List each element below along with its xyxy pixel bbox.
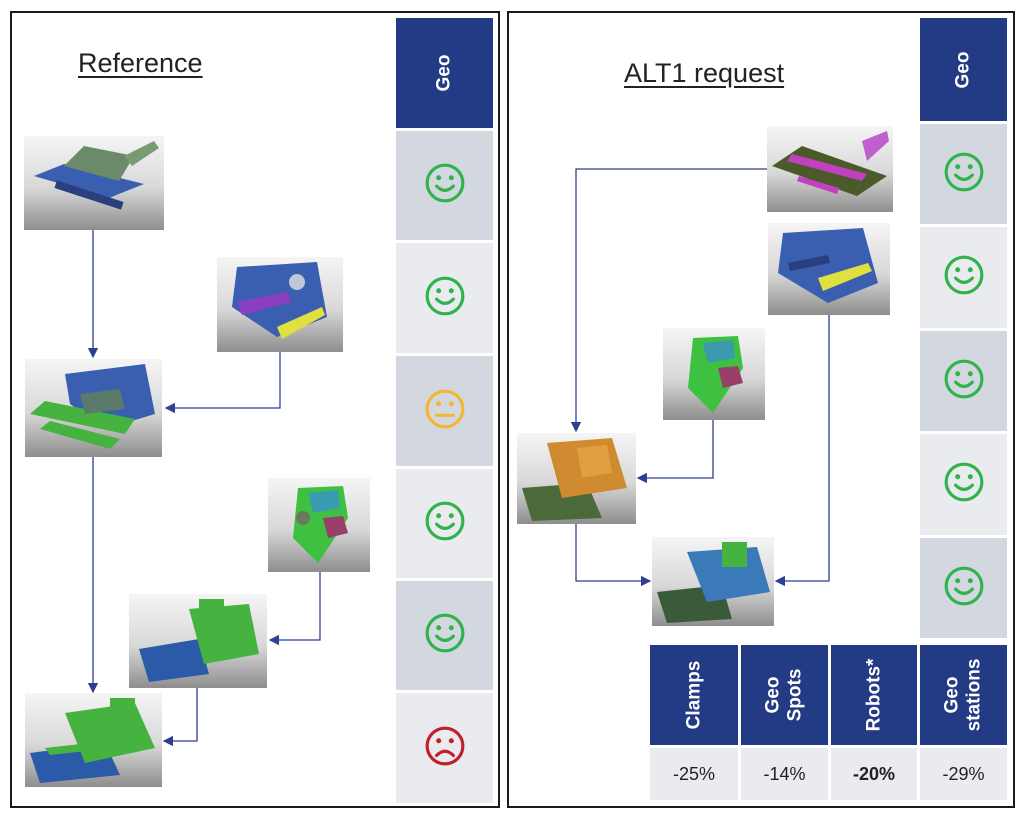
happy-face-icon [424, 275, 466, 322]
summary-header-robots: Robots* [831, 645, 917, 745]
cad-thumbnail-reference-6 [25, 693, 162, 787]
alt1-rating-4 [920, 434, 1007, 535]
reference-rating-2 [396, 243, 493, 353]
happy-face-icon [943, 461, 985, 508]
neutral-face-icon [424, 388, 466, 435]
cad-thumbnail-alt1-1 [767, 126, 893, 212]
reference-rating-4 [396, 469, 493, 578]
happy-face-icon [424, 500, 466, 547]
cad-thumbnail-reference-4 [268, 478, 370, 572]
alt1-rating-1 [920, 124, 1007, 224]
alt1-geo-header-label: Geo [952, 51, 974, 88]
alt1-title: ALT1 request [624, 58, 785, 88]
reference-rating-1 [396, 131, 493, 240]
happy-face-icon [943, 565, 985, 612]
summary-value-geo-stations-text: -29% [942, 763, 985, 784]
summary-header-geo-spots-label: Geo Spots [762, 668, 806, 722]
alt1-rating-5 [920, 538, 1007, 638]
summary-header-geo-stations-label: Geo stations [941, 658, 985, 732]
summary-header-geo-stations: Geo stations [920, 645, 1007, 745]
cad-thumbnail-alt1-4 [517, 433, 636, 524]
reference-rating-5 [396, 581, 493, 690]
summary-header-clamps-label: Clamps [682, 660, 704, 730]
cad-thumbnail-alt1-2 [768, 223, 890, 315]
summary-value-robots: -20% [831, 748, 917, 800]
happy-face-icon [943, 254, 985, 301]
sad-face-icon [424, 725, 466, 772]
reference-geo-header-label: Geo [433, 54, 455, 92]
summary-value-geo-spots: -14% [741, 748, 828, 800]
summary-value-robots-text: -20% [852, 763, 896, 784]
alt1-rating-2 [920, 227, 1007, 328]
cad-thumbnail-reference-2 [217, 257, 343, 352]
summary-value-clamps: -25% [650, 748, 738, 800]
reference-rating-3 [396, 356, 493, 466]
summary-header-clamps: Clamps [650, 645, 738, 745]
summary-value-geo-spots-text: -14% [763, 763, 806, 784]
cad-thumbnail-reference-3 [25, 359, 162, 457]
happy-face-icon [943, 151, 985, 198]
reference-rating-6 [396, 693, 493, 803]
alt1-geo-header: Geo [920, 18, 1007, 121]
happy-face-icon [943, 358, 985, 405]
summary-value-geo-stations: -29% [920, 748, 1007, 800]
summary-value-clamps-text: -25% [672, 763, 716, 784]
cad-thumbnail-alt1-3 [663, 328, 765, 420]
reference-geo-header: Geo [396, 18, 493, 128]
cad-thumbnail-alt1-5 [652, 537, 774, 626]
happy-face-icon [424, 162, 466, 209]
summary-header-robots-label: Robots* [862, 658, 884, 732]
summary-header-geo-spots: Geo Spots [741, 645, 828, 745]
reference-title: Reference [78, 48, 203, 78]
happy-face-icon [424, 612, 466, 659]
cad-thumbnail-reference-1 [24, 136, 164, 230]
alt1-rating-3 [920, 331, 1007, 431]
cad-thumbnail-reference-5 [129, 594, 267, 688]
